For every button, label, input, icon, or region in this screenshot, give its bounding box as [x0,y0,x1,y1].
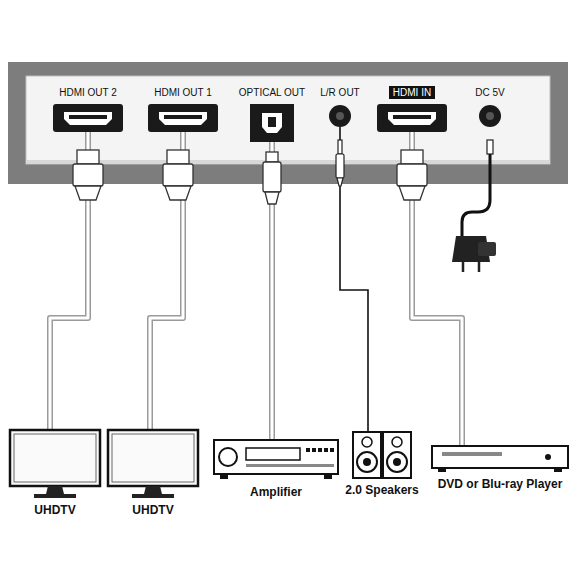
panel-ledge [26,160,550,164]
port: HDMI IN [376,86,448,133]
spk-icon [351,430,413,480]
jack-icon [477,103,503,129]
device-label: DVD or Blu-ray Player [438,477,563,492]
optical-plug [263,152,281,204]
tv-icon [106,428,200,500]
power-adapter [452,140,496,272]
device-label: 2.0 Speakers [345,483,418,498]
tv-icon [8,428,102,500]
hdmi-plug [397,150,427,200]
dvd-icon [430,444,570,474]
port-label: L/R OUT [320,86,359,99]
port: DC 5V [475,86,504,129]
device-label: Amplifier [250,485,302,500]
device: Amplifier [212,438,340,500]
device: 2.0 Speakers [345,430,418,498]
port-label: OPTICAL OUT [239,86,305,99]
panel-face [26,76,550,164]
device-label: UHDTV [34,503,75,518]
port-label: DC 5V [475,86,504,99]
optical-icon [249,103,295,143]
port-label: HDMI OUT 1 [154,86,212,99]
device-label: UHDTV [132,503,173,518]
hdmi-icon [376,103,448,133]
hdmi-plug [73,150,103,200]
hdmi-icon [147,103,219,133]
port: HDMI OUT 1 [147,86,219,133]
jack-plug [336,140,344,186]
port-label: HDMI OUT 2 [59,86,117,99]
jack-icon [327,103,353,129]
device: DVD or Blu-ray Player [430,444,570,492]
port: HDMI OUT 2 [52,86,124,133]
port: OPTICAL OUT [239,86,305,143]
port-label: HDMI IN [389,86,435,99]
device: UHDTV [8,428,102,518]
hdmi-plug [163,150,193,200]
port: L/R OUT [320,86,359,129]
device: UHDTV [106,428,200,518]
hdmi-icon [52,103,124,133]
amp-icon [212,438,340,482]
